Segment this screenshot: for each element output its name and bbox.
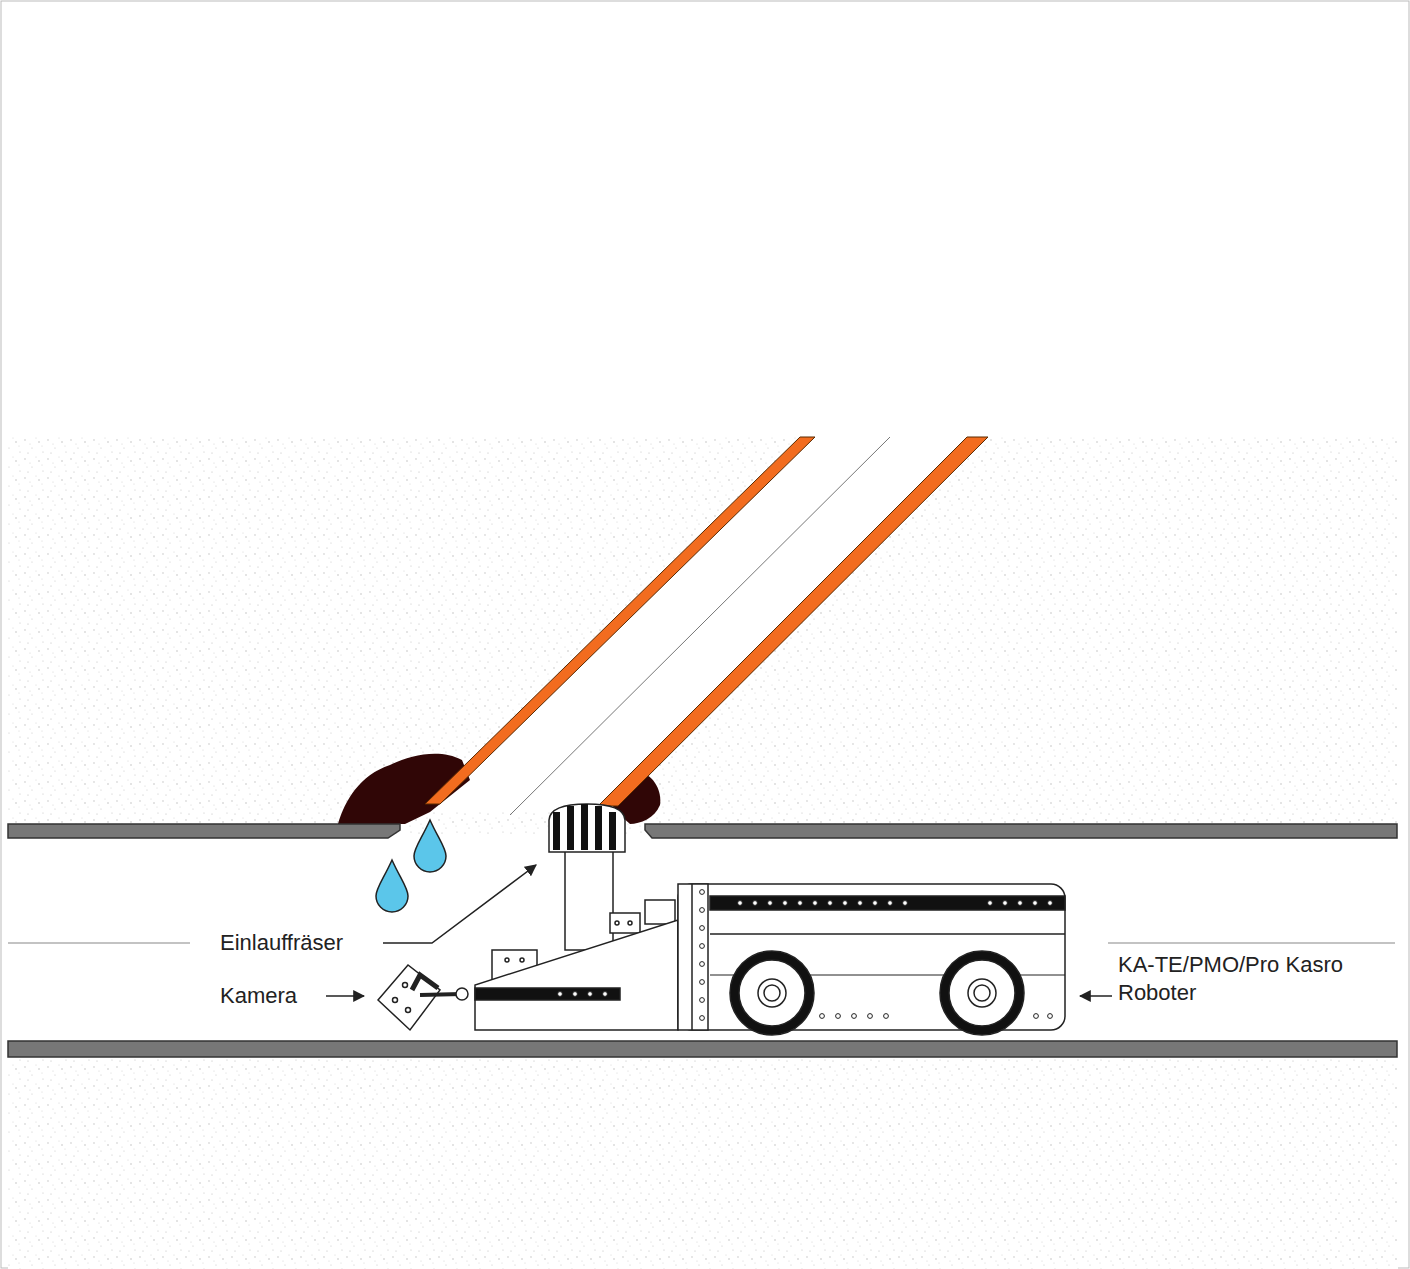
hole — [603, 992, 608, 997]
robot-holes — [558, 890, 1053, 1021]
axis-line — [1108, 942, 1395, 943]
hole — [1048, 1014, 1053, 1019]
hole — [700, 944, 705, 949]
hole — [573, 992, 578, 997]
part-label: KA-TE/PMO/Pro Kasro Roboter — [1116, 951, 1370, 1007]
robot — [378, 804, 1065, 1035]
hole — [903, 901, 908, 906]
lateral-wall — [425, 437, 815, 804]
hole — [813, 901, 818, 906]
hole — [738, 901, 743, 906]
soil-upper — [8, 437, 1398, 837]
hole — [843, 901, 848, 906]
hole — [798, 901, 803, 906]
hole — [1034, 1014, 1039, 1019]
hole — [700, 980, 705, 985]
hole — [753, 901, 758, 906]
hole — [700, 890, 705, 895]
hole — [1003, 901, 1008, 906]
lateral-interior — [420, 437, 990, 812]
hole — [828, 901, 833, 906]
hole — [820, 1014, 825, 1019]
pipe-wall-bottom — [8, 1041, 1397, 1057]
hole — [988, 901, 993, 906]
hole — [558, 992, 563, 997]
hole — [868, 1014, 873, 1019]
leader-line — [1080, 995, 1112, 997]
hole — [1033, 901, 1038, 906]
hole — [852, 1014, 857, 1019]
pipe-wall-top — [645, 824, 1397, 838]
leader-line — [383, 865, 536, 943]
lateral-wall — [598, 437, 988, 806]
lateral-centerline — [510, 437, 890, 815]
hole — [1048, 901, 1053, 906]
hole — [700, 962, 705, 967]
pipe-wall-top — [8, 824, 400, 838]
hole — [1018, 901, 1023, 906]
hole — [858, 901, 863, 906]
hole — [700, 998, 705, 1003]
pipe-interior — [8, 836, 1398, 1042]
water-drop — [414, 820, 446, 872]
hole — [884, 1014, 889, 1019]
water-drop — [376, 860, 408, 912]
leader-line — [326, 995, 364, 997]
hole — [588, 992, 593, 997]
axis-line — [8, 942, 190, 943]
hole — [700, 908, 705, 913]
hole — [700, 926, 705, 931]
hole — [700, 1016, 705, 1021]
hole — [836, 1014, 841, 1019]
hole — [888, 901, 893, 906]
hole — [873, 901, 878, 906]
hole — [768, 901, 773, 906]
soil-lower — [8, 1050, 1398, 1269]
part-label: Einlauffräser — [218, 929, 345, 957]
hole — [783, 901, 788, 906]
part-label: Kamera — [218, 982, 299, 1010]
